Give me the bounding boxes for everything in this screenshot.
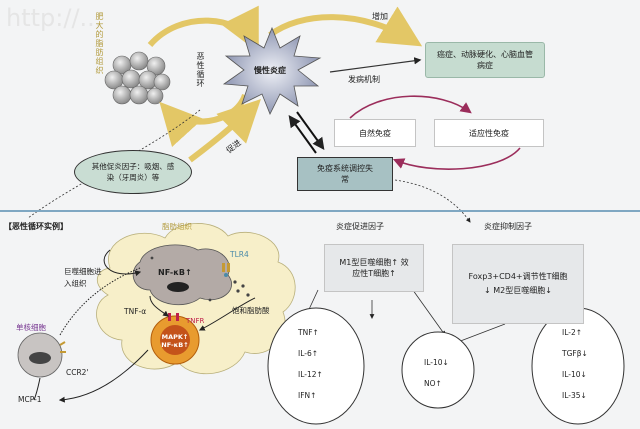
watermark-text: http://... (6, 4, 102, 32)
cytokine-item: IL-10↓ (424, 358, 449, 367)
bidirectional-arrow-up (288, 115, 317, 154)
monocyte-to-macrophage (59, 267, 141, 336)
cytokine-item: IL-6↑ (298, 349, 319, 358)
fat-cell-cluster (104, 51, 171, 105)
fatty-acid-dots (150, 256, 250, 302)
section-title: 【恶性循环实例】 (4, 222, 68, 231)
tlr4-receptor (222, 263, 230, 277)
nfkb-label: NF-κB↑ (158, 268, 192, 277)
promo-to-middle (409, 285, 446, 336)
increase-arrow (268, 6, 423, 47)
pathogenesis-label: 发病机制 (348, 75, 380, 84)
other-factors-ellipse: 其他促炎因子：吸烟、感染（牙周炎）等 (74, 150, 192, 194)
ccr2-receptor (59, 341, 66, 353)
cytokine-item: NO↑ (424, 379, 442, 388)
fatty-acid-arrow (198, 297, 256, 331)
cytokine-item: IL-10↓ (562, 370, 587, 379)
immunity-cycle-bottom (392, 147, 521, 170)
increase-label: 增加 (372, 12, 388, 21)
cytokine-list-right: IL-2↑ TGFβ↓ IL-10↓ IL-35↓ (562, 322, 588, 406)
mcp1-arrow (58, 349, 149, 403)
adipose-tissue-label: 脂肪组织 (162, 222, 192, 231)
promoting-factors-title: 炎症促进因子 (336, 222, 384, 231)
cytokine-list-middle: IL-10↓ NO↑ (424, 352, 449, 394)
ccr2-label: CCR2' (66, 368, 89, 377)
mapk-cell-nucleus (160, 325, 190, 355)
cytokine-item: IFN↑ (298, 391, 317, 400)
macrophage-enter-arrow (103, 249, 142, 277)
cytokine-circle-middle (401, 331, 475, 409)
monocyte-line (33, 377, 41, 401)
cytokine-item: IL-35↓ (562, 391, 587, 400)
bidirectional-arrow-down (296, 111, 325, 150)
mapk-label: MAPK↑ NF-κB↑ (161, 333, 189, 349)
monocyte-nucleus (29, 352, 51, 364)
adaptive-immunity-box: 适应性免疫 (434, 119, 544, 147)
cycle-arrow-top (147, 5, 259, 53)
cytokine-circle-left (267, 307, 365, 425)
diseases-box: 癌症、动脉硬化、心脑血管病症 (425, 42, 545, 78)
macrophage-blob (132, 244, 233, 305)
immunity-cycle-top (349, 95, 472, 119)
suppressing-factors-box: Foxp3+CD4+调节性T细胞↓ M2型巨噬细胞↓ (452, 244, 584, 324)
link-dotted-right (394, 179, 471, 223)
chronic-inflammation-star (222, 26, 322, 115)
cytokine-list-left: TNF↑ IL-6↑ IL-12↑ IFN↑ (298, 322, 323, 406)
cycle-arrow-bottom (159, 93, 248, 147)
cytokine-item: TGFβ↓ (562, 349, 588, 358)
vicious-cycle-label: 恶性循环 (196, 52, 205, 88)
pathogenesis-arrow (329, 57, 422, 73)
promoting-factors-box: M1型巨噬细胞↑ 效应性T细胞↑ (324, 244, 424, 292)
immune-dysregulation-box: 免疫系统调控失常 (297, 157, 393, 191)
chronic-inflammation-label: 慢性炎症 (254, 66, 286, 75)
monocyte-label: 单核细胞 (16, 323, 46, 332)
cytokine-item: IL-12↑ (298, 370, 323, 379)
promote-arrow (188, 99, 261, 163)
fat-tissue-label: 肥大的脂肪组织 (95, 12, 104, 75)
tlr4-label: TLR4 (230, 250, 249, 259)
tnf-alpha-arrow (149, 295, 169, 317)
macrophage-nucleus (167, 282, 189, 292)
tnf-alpha-label: TNF-α (124, 307, 147, 316)
tnfr-label: TNFR (186, 317, 205, 325)
tnfr-receptor (168, 313, 179, 321)
saturated-fatty-acid-label: 饱和脂肪酸 (232, 306, 270, 315)
suppressing-factors-title: 炎症抑制因子 (484, 222, 532, 231)
mcp1-label: MCP-1 (18, 395, 42, 404)
macrophage-infiltration-label: 巨噬细胞进入组织 (64, 267, 102, 288)
cytokine-item: IL-2↑ (562, 328, 583, 337)
innate-immunity-box: 自然免疫 (334, 119, 416, 147)
cytokine-item: TNF↑ (298, 328, 319, 337)
